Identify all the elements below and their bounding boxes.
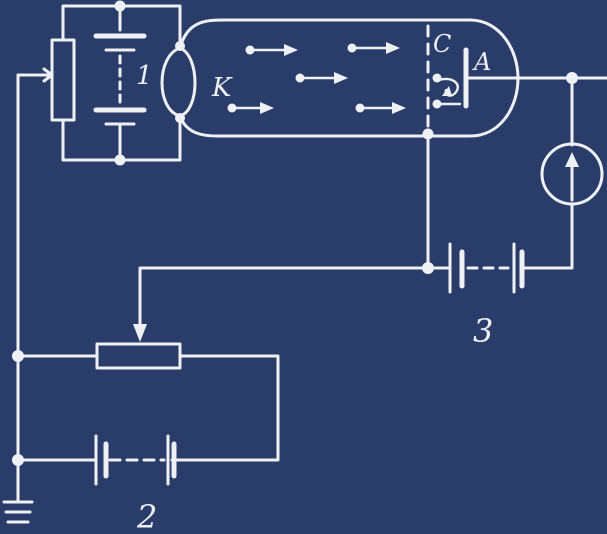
cathode-filament: [160, 41, 197, 123]
battery-3-icon: [426, 242, 525, 294]
electron-arrow: [227, 102, 274, 114]
electron-arrow: [347, 42, 400, 54]
electron-arrow: [355, 102, 406, 114]
electron-flow-arrows: [227, 42, 406, 114]
anode-plate: [463, 47, 520, 109]
anode-label: A: [472, 48, 491, 76]
battery-3-label: 3: [473, 312, 493, 350]
battery-2-label: 2: [136, 498, 157, 534]
vacuum-tube: K C: [160, 18, 520, 138]
anode-circuit: 3: [422, 72, 607, 350]
control-grid: [426, 24, 462, 132]
electron-arrow: [295, 72, 348, 84]
bias-potentiometer: [95, 342, 182, 370]
heater-circuit: 1: [16, 0, 182, 166]
ammeter-icon: [540, 142, 604, 206]
battery-1-label: 1: [136, 61, 153, 91]
ground-icon: [2, 500, 34, 524]
grid-label: C: [433, 30, 451, 58]
battery-1-icon: [93, 4, 147, 162]
battery-2-icon: [16, 434, 177, 486]
heater-rheostat: [50, 38, 76, 122]
electron-arrow: [245, 44, 298, 56]
cathode-label: K: [211, 73, 233, 103]
grid-bias-circuit: 2: [2, 73, 430, 534]
